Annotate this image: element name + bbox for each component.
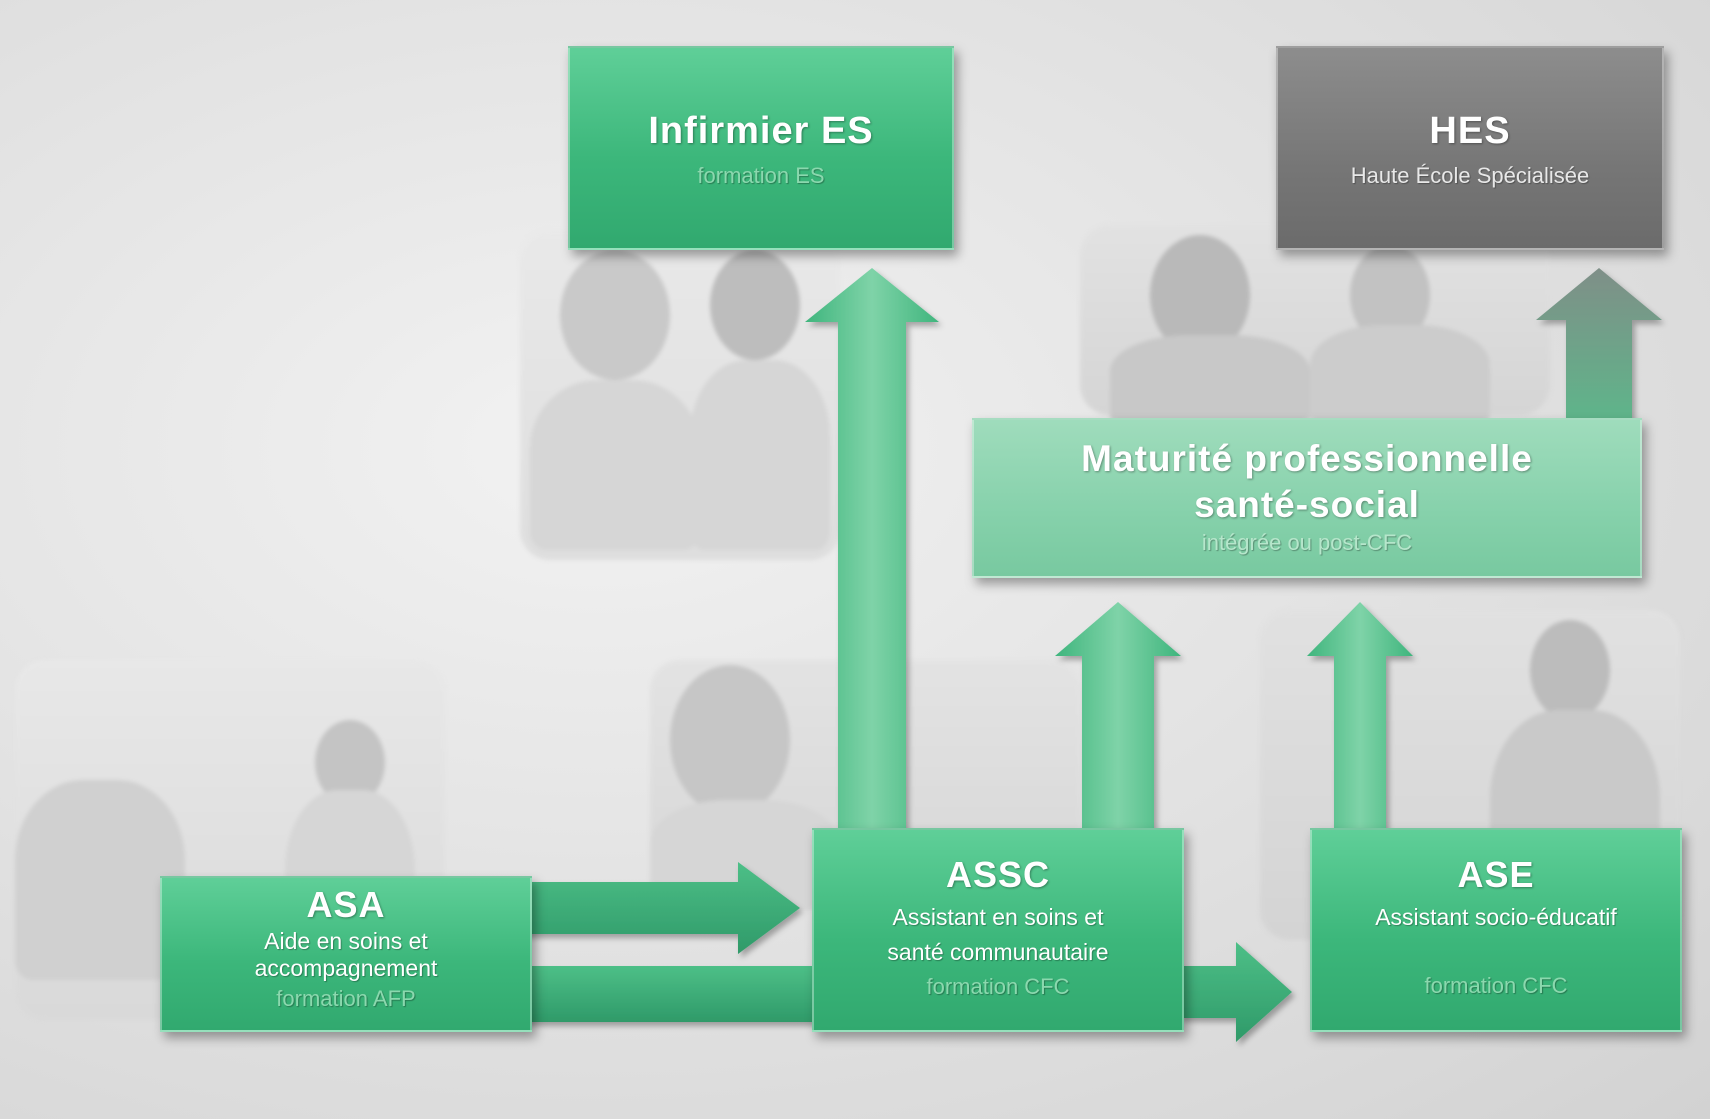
infirmier-es-subtitle: formation ES — [697, 163, 825, 188]
arrow-assc-to-ase — [1180, 942, 1292, 1042]
background-photo-nurses — [520, 230, 840, 560]
arrow-assc-to-infirmier — [805, 268, 939, 840]
maturite-title-line2: santé-social — [1194, 484, 1420, 525]
maturite-subtitle: intégrée ou post-CFC — [1201, 530, 1413, 555]
assc-box: ASSC Assistant en soins et santé communa… — [812, 828, 1184, 1032]
hes-title: HES — [1429, 110, 1511, 152]
arrow-assc-to-maturite — [1055, 602, 1181, 840]
infirmier-es-title: Infirmier ES — [648, 110, 874, 152]
arrow-asa-to-ase-lower-bar — [522, 966, 820, 1022]
ase-title: ASE — [1457, 854, 1535, 895]
asa-title: ASA — [306, 884, 386, 925]
assc-line1: Assistant en soins et — [892, 904, 1104, 930]
ase-box: ASE Assistant socio-éducatif formation C… — [1310, 828, 1682, 1032]
asa-box: ASA Aide en soins et accompagnement form… — [160, 876, 532, 1032]
assc-title: ASSC — [945, 854, 1051, 895]
arrow-ase-to-maturite — [1307, 602, 1413, 840]
hes-subtitle: Haute École Spécialisée — [1350, 163, 1590, 188]
background-photo-students — [1080, 225, 1550, 425]
assc-line2: santé communautaire — [887, 939, 1109, 965]
assc-subtitle: formation CFC — [926, 974, 1070, 999]
asa-line2: accompagnement — [254, 955, 438, 981]
maturite-box: Maturité professionnelle santé-social in… — [972, 418, 1642, 578]
infirmier-es-box: Infirmier ES formation ES — [568, 46, 954, 250]
arrow-maturite-to-hes — [1536, 268, 1662, 432]
maturite-title-line1: Maturité professionnelle — [1081, 438, 1533, 479]
asa-subtitle: formation AFP — [276, 986, 416, 1011]
asa-line1: Aide en soins et — [264, 928, 428, 954]
arrow-asa-to-assc-upper — [522, 862, 800, 954]
hes-box: HES Haute École Spécialisée — [1276, 46, 1664, 250]
ase-line1: Assistant socio-éducatif — [1375, 904, 1617, 930]
ase-subtitle: formation CFC — [1424, 973, 1568, 998]
